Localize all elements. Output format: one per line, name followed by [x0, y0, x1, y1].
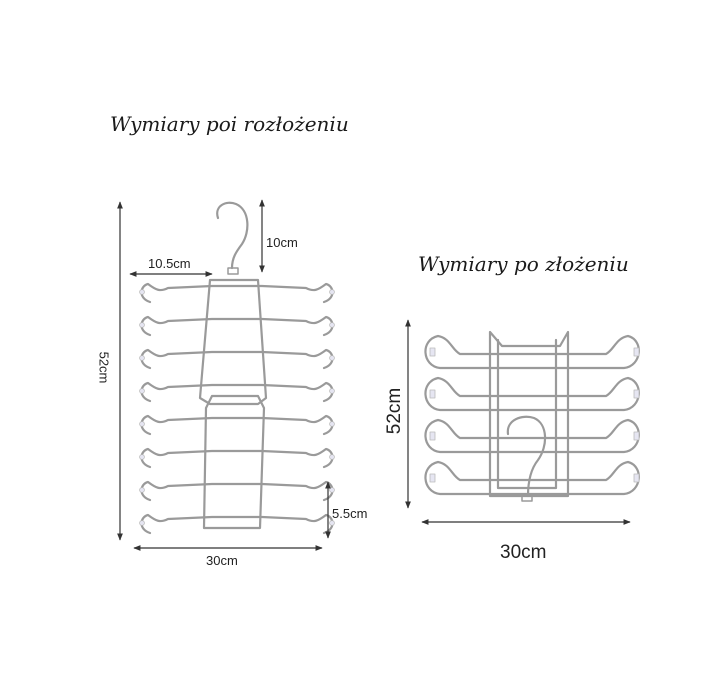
lower-frame [202, 394, 266, 530]
hanger-hook [216, 201, 249, 270]
folded-bar-cap [633, 431, 640, 441]
folded-width-label: 30cm [500, 542, 547, 563]
bar-tip-cap [139, 322, 145, 328]
bar-tip-cap [139, 454, 145, 460]
bar-tip-cap [139, 421, 145, 427]
bar-spacing-label: 5.5cm [332, 506, 368, 521]
hanger-bar [140, 513, 334, 535]
bar-tip-cap [139, 388, 145, 394]
folded-frame-outer [488, 330, 570, 498]
folded-bar-cap [633, 347, 640, 357]
folded-bar [424, 376, 640, 412]
bar-tip-cap [139, 355, 145, 361]
folded-bar-cap [633, 389, 640, 399]
folded-bar-cap [429, 473, 436, 483]
hanger-bar [140, 348, 334, 370]
folded-bar-cap [429, 389, 436, 399]
unfolded-title: Wymiary poi rozłożeniu [110, 112, 349, 136]
total-height-label: 52cm [96, 351, 112, 384]
bar-tip-cap [139, 520, 145, 526]
bar-tip-cap [329, 520, 335, 526]
unfolded-width-label: 30cm [206, 553, 238, 568]
bar-tip-cap [329, 388, 335, 394]
hanger-bar [140, 282, 334, 304]
hook-clip [227, 267, 239, 275]
folded-bar [424, 334, 640, 370]
folded-hook [506, 415, 547, 498]
hanger-bar [140, 315, 334, 337]
hanger-bar [140, 414, 334, 436]
bar-tip-cap [329, 355, 335, 361]
unfolded-dimension-arrows [117, 199, 331, 551]
hook-height-label: 10cm [266, 235, 298, 250]
hanger-bar [140, 480, 334, 502]
folded-frame-inner [496, 338, 558, 490]
folded-dimension-arrows [405, 319, 631, 525]
upper-frame [198, 278, 268, 406]
bar-tip-cap [329, 322, 335, 328]
bar-tip-cap [329, 289, 335, 295]
bar-tip-cap [139, 289, 145, 295]
folded-title: Wymiary po złożeniu [418, 252, 629, 276]
hanger-bar [140, 447, 334, 469]
folded-height-label: 52cm [384, 387, 406, 435]
bar-tip-cap [329, 421, 335, 427]
folded-hanger-illustration [424, 330, 640, 502]
unfolded-hanger-illustration [139, 201, 335, 535]
bar-tip-cap [329, 487, 335, 493]
bar-tip-cap [139, 487, 145, 493]
folded-bar-cap [429, 347, 436, 357]
folded-bar-cap [429, 431, 436, 441]
folded-bar-cap [633, 473, 640, 483]
folded-bar [424, 418, 640, 454]
hook-offset-label: 10.5cm [148, 256, 191, 271]
bar-tip-cap [329, 454, 335, 460]
folded-bar [424, 460, 640, 496]
hanger-bar [140, 381, 334, 403]
